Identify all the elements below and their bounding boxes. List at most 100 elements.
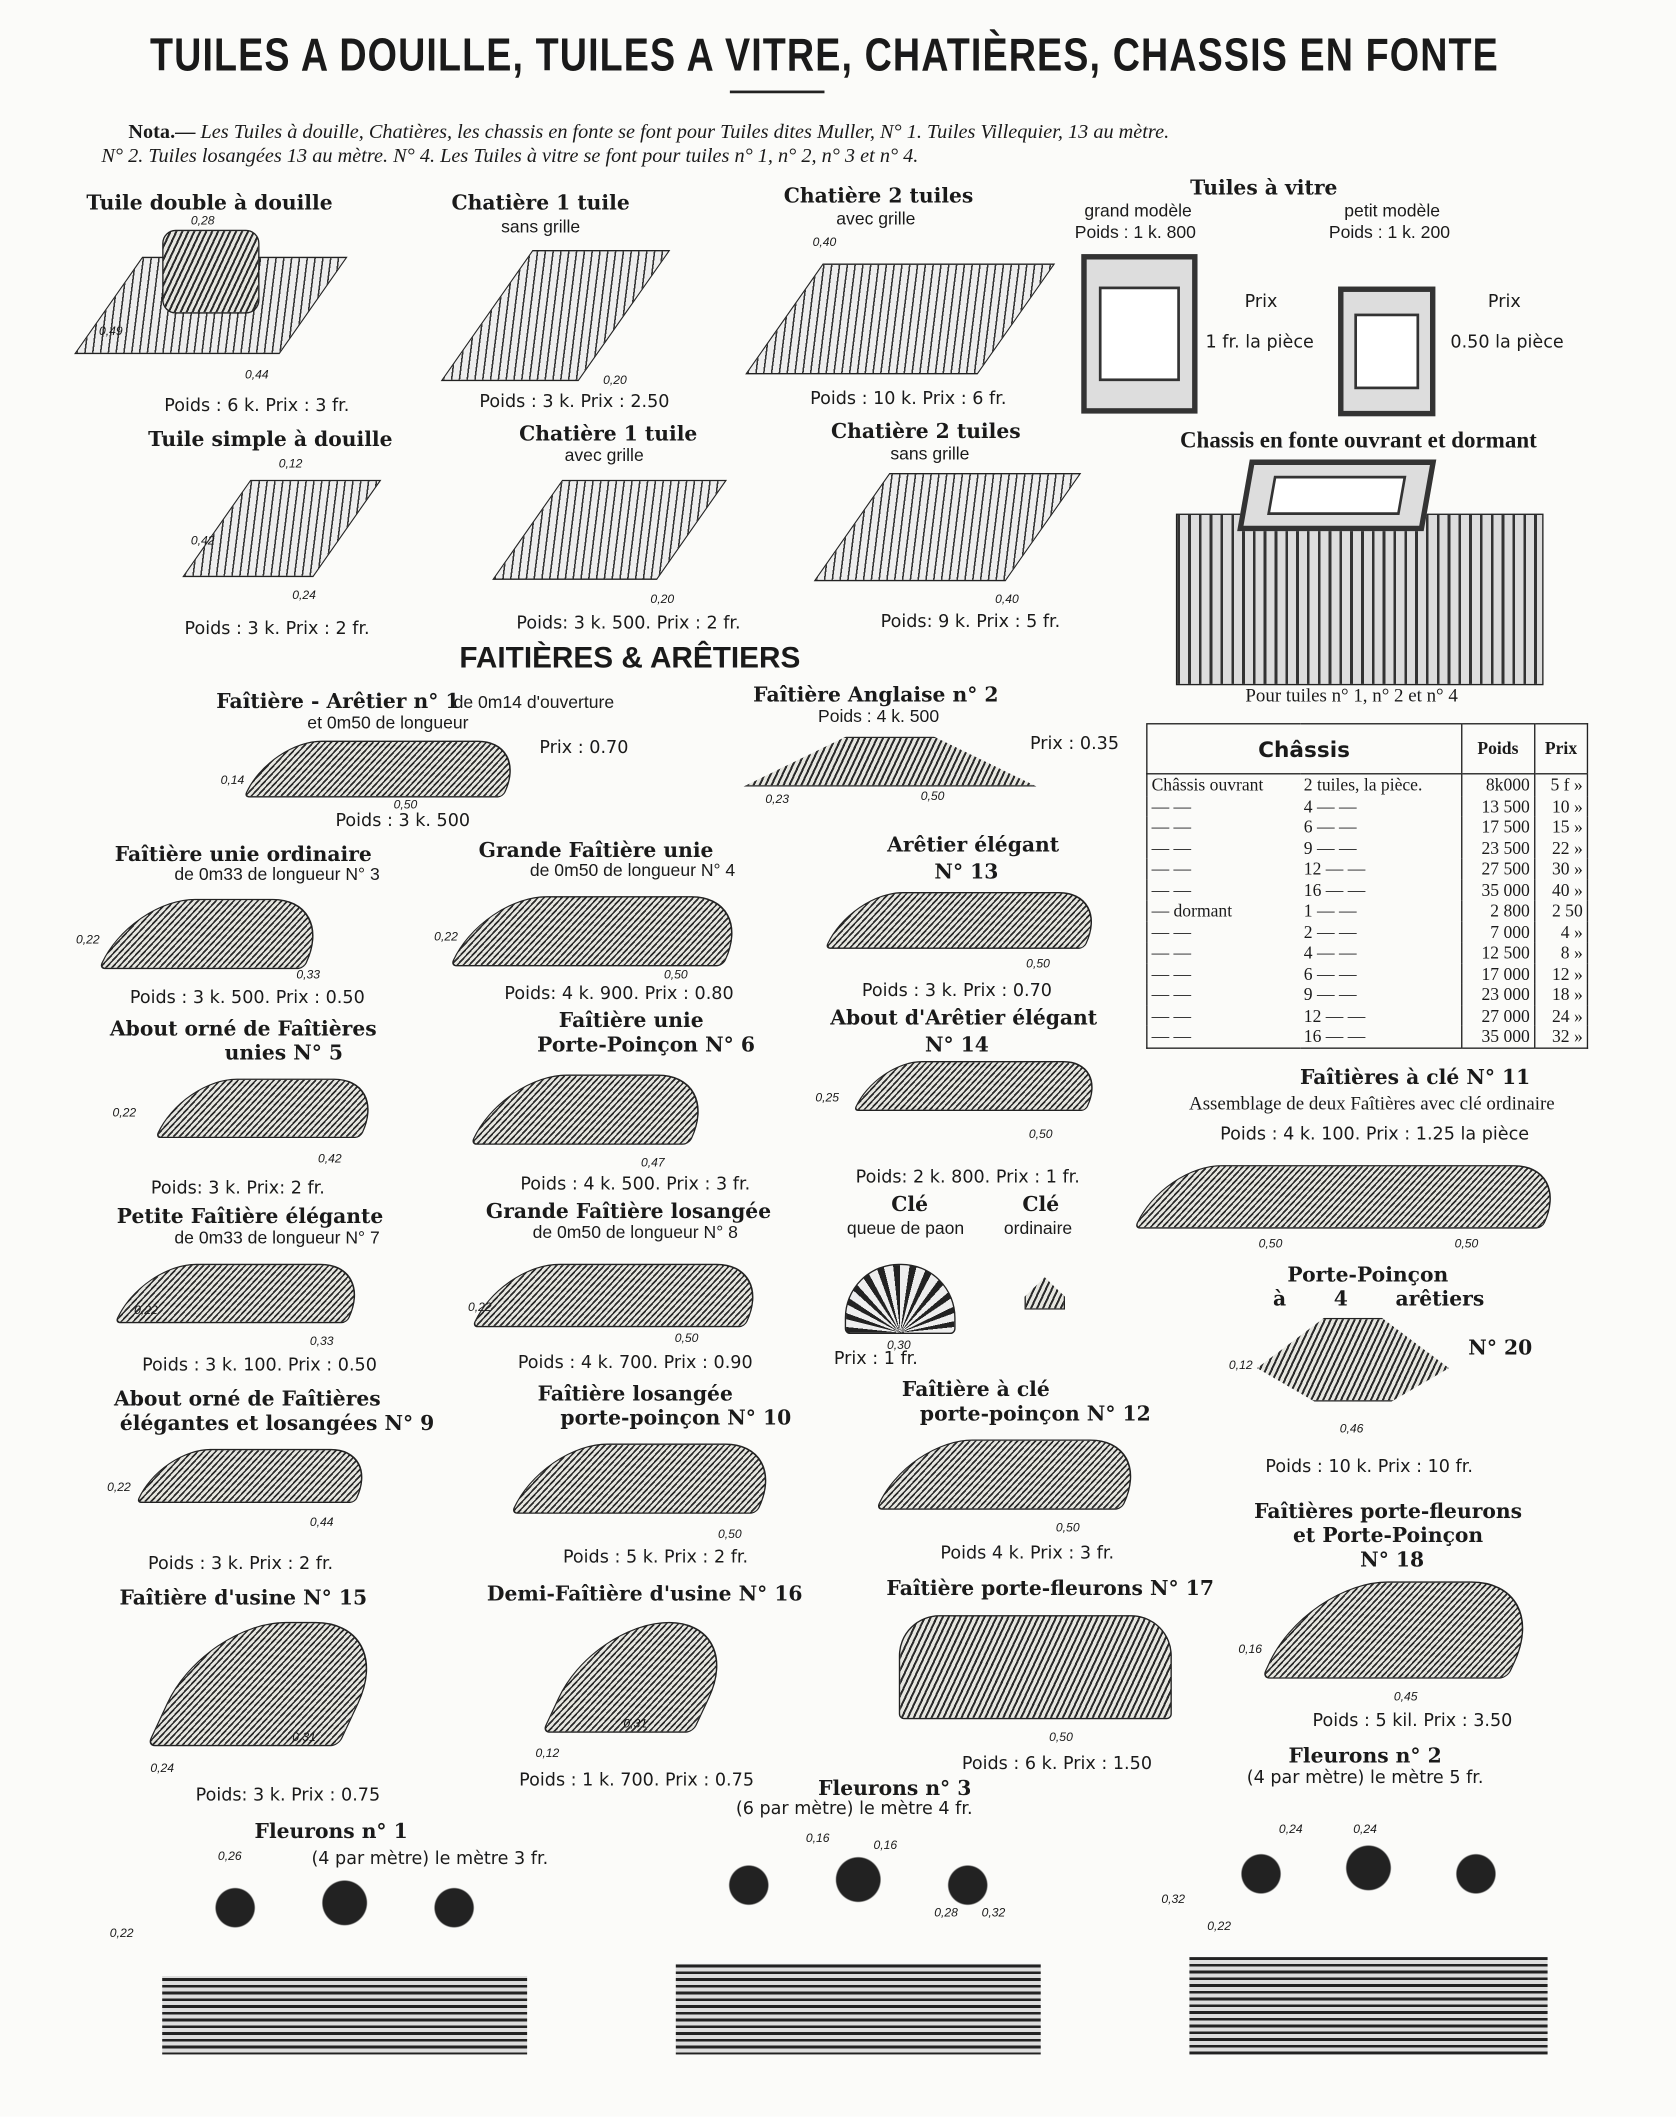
chassis-size: 9 — — — [1303, 984, 1357, 1005]
chassis-type: — — — [1151, 816, 1192, 837]
item-title: Clé — [1022, 1192, 1060, 1217]
dimension-label: 0,50 — [663, 967, 688, 982]
dimension-label: 0,50 — [1454, 1236, 1479, 1251]
dimension-label: 0,28 — [190, 213, 215, 228]
poids-cell: 27 000 — [1460, 1004, 1535, 1026]
item-subtitle: unies N° 5 — [224, 1040, 344, 1066]
item-number: N° 18 — [1360, 1547, 1425, 1572]
item-title: Arêtier élégant — [887, 832, 1060, 857]
chassis-type: — — — [1151, 879, 1192, 900]
item-price: Poids: 3 k. Prix : 0.75 — [195, 1785, 381, 1806]
item-title: Faîtière unie ordinaire — [114, 842, 372, 867]
poids-cell: 12 500 — [1460, 942, 1535, 964]
faitiere-usine-illustration — [146, 1621, 397, 1747]
dimension-label: 0,42 — [190, 533, 215, 548]
item-subtitle: porte-poinçon N° 10 — [560, 1405, 792, 1430]
dimension-label: 0,50 — [393, 797, 418, 811]
fleurons-3-illustration — [675, 1851, 1041, 2055]
dimension-label: 0,22 — [112, 1105, 137, 1120]
faitiere-cle-poincon-illustration — [875, 1439, 1155, 1510]
dimension-label: 0,24 — [1278, 1821, 1303, 1836]
tuile-simple-illustration — [182, 479, 382, 578]
douille-illustration — [162, 229, 260, 314]
about-illustration — [155, 1078, 389, 1139]
item-title: Tuile simple à douille — [148, 427, 393, 452]
dimension-label: 0,31 — [623, 1716, 648, 1731]
item-subtitle: de 0m33 de longueur N° 3 — [174, 863, 380, 884]
dimension-label: 0,50 — [1028, 1127, 1053, 1141]
dimension-label: 0,24 — [1353, 1821, 1377, 1836]
dimension-label: 0,50 — [920, 789, 945, 803]
dimension-label: 0,50 — [1049, 1730, 1073, 1744]
item-subtitle: à 4 arêtiers — [1273, 1286, 1485, 1312]
item-title: Chassis en fonte ouvrant et dormant — [1179, 427, 1537, 453]
dimension-label: 0,12 — [278, 456, 303, 471]
item-title: Chatière 2 tuiles — [783, 183, 974, 209]
dimension-label: 0,32 — [981, 1905, 1006, 1920]
table-header: Châssis — [1146, 723, 1462, 775]
dimension-label: 0,40 — [812, 235, 837, 249]
chassis-type: — — — [1151, 1005, 1192, 1026]
item-weight: Poids : 3 k. 500 — [335, 810, 471, 832]
vitre-petit-poids: Poids : 1 k. 200 — [1328, 221, 1451, 242]
aretier-illustration — [824, 892, 1111, 949]
nota-line-2: N° 2. Tuiles losangées 13 au mètre. N° 4… — [101, 145, 919, 168]
dimension-label: 0,50 — [1026, 956, 1050, 971]
item-subtitle: et 0m50 de longueur — [307, 712, 469, 733]
item-subtitle: de 0m33 de longueur N° 7 — [174, 1227, 380, 1248]
item-subtitle: sans grille — [890, 443, 970, 464]
prix-cell: 10 » — [1533, 795, 1588, 817]
vitre-grand-poids: Poids : 1 k. 800 — [1074, 221, 1196, 242]
item-price: Poids : 3 k. Prix : 2.50 — [479, 391, 670, 413]
item-number: N° 14 — [924, 1032, 989, 1057]
prix-cell: 12 » — [1533, 963, 1588, 984]
vitre-petit-illustration — [1338, 286, 1436, 417]
chassis-type: — dormant — [1151, 900, 1233, 921]
dimension-label: 0,46 — [1339, 1421, 1364, 1436]
item-subtitle: avec grille — [836, 208, 916, 229]
item-subtitle: de 0m50 de longueur N° 4 — [529, 859, 736, 880]
item-title: Faîtière unie — [558, 1008, 704, 1033]
item-subtitle: Assemblage de deux Faîtières avec clé or… — [1189, 1094, 1555, 1116]
section-heading: FAITIÈRES & ARÊTIERS — [459, 640, 801, 675]
poids-cell: 17 500 — [1460, 816, 1535, 838]
item-number: N° 20 — [1468, 1335, 1533, 1360]
dimension-label: 0,22 — [76, 932, 100, 947]
item-price: Prix : 1 fr. — [833, 1348, 918, 1370]
item-title: Fleurons n° 1 — [254, 1819, 408, 1844]
dimension-label: 0,22 — [107, 1480, 131, 1494]
faitieres-porte-fleurons-illustration — [1261, 1581, 1553, 1679]
fleurons-2-illustration — [1189, 1838, 1548, 2055]
prix-label: Prix — [1487, 291, 1521, 313]
dimension-label: 0,44 — [309, 1515, 334, 1529]
item-price: Poids: 4 k. 900. Prix : 0.80 — [504, 983, 734, 1005]
dimension-label: 0,24 — [150, 1761, 175, 1775]
chassis-type: — — — [1151, 858, 1192, 879]
prix-cell: 2 50 — [1533, 900, 1588, 922]
vitre-grand-illustration — [1081, 254, 1198, 414]
item-title: Chatière 1 tuile — [519, 421, 698, 447]
item-title: Faîtière losangée — [537, 1381, 733, 1406]
item-title: Fleurons n° 3 — [818, 1776, 972, 1801]
prix-cell: 32 » — [1533, 1025, 1588, 1048]
vitre-petit-prix: 0.50 la pièce — [1450, 332, 1564, 353]
chassis-type: — — — [1151, 837, 1192, 858]
item-title: Grande Faîtière unie — [478, 837, 714, 863]
dimension-label: 0,33 — [309, 1334, 334, 1348]
item-price: Poids : 3 k. Prix : 2 fr. — [148, 1554, 334, 1575]
chatiere-illustration — [440, 250, 671, 382]
dimension-label: 0,40 — [995, 592, 1019, 606]
chatiere-illustration — [492, 479, 728, 580]
item-title: Faîtière porte-fleurons N° 17 — [886, 1575, 1214, 1601]
item-subtitle: de 0m14 d'ouverture — [453, 692, 615, 713]
item-price: Poids: 2 k. 800. Prix : 1 fr. — [855, 1167, 1080, 1189]
item-title: About d'Arêtier élégant — [830, 1005, 1098, 1030]
item-price: Poids : 6 k. Prix : 3 fr. — [164, 396, 350, 417]
item-title: Faîtière d'usine N° 15 — [119, 1585, 368, 1610]
poids-cell: 17 000 — [1460, 963, 1535, 984]
item-title: Chatière 2 tuiles — [831, 418, 1021, 444]
